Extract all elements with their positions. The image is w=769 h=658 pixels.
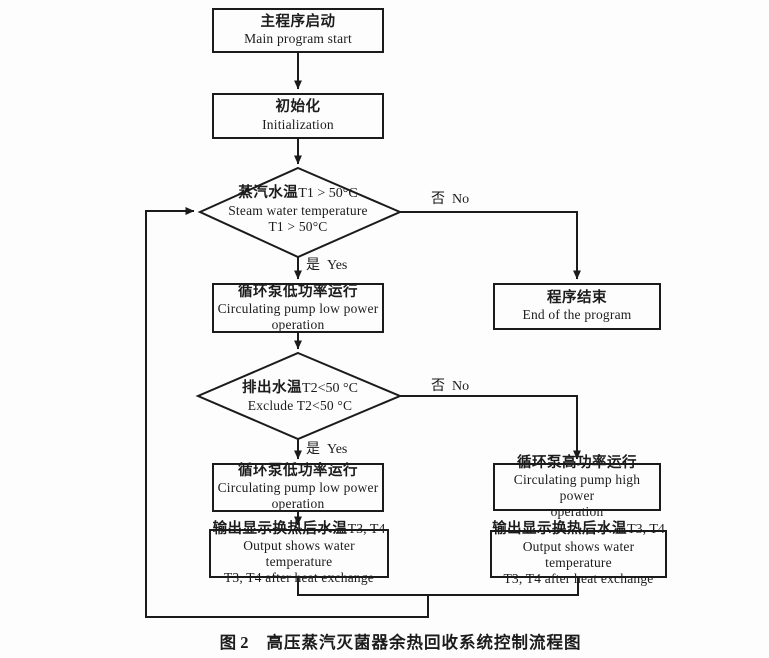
node-output-right-zh: 输出显示换热后水温T3, T4 <box>492 521 665 538</box>
node-output-right: 输出显示换热后水温T3, T4 Output shows water tempe… <box>490 521 667 586</box>
node-output-right-en1: Output shows water temperature <box>522 538 635 570</box>
node-high-power-en2: operation <box>550 503 604 519</box>
node-init-en: Initialization <box>262 116 334 132</box>
edge-loop-back <box>145 207 429 618</box>
node-output-left-zh: 输出显示换热后水温T3, T4 <box>212 520 386 537</box>
edge-output-join <box>297 578 579 596</box>
node-output-left-en2: T3, T4 after heat exchange <box>223 570 374 586</box>
decision-t1-zh: 蒸汽水温T1 > 50°C <box>238 185 358 201</box>
node-init: 初始化 Initialization <box>212 93 384 139</box>
node-output-left-en1: Output shows water temperature <box>243 538 355 570</box>
label-no-decision2: 否 No <box>431 379 470 394</box>
node-end-program-en: End of the program <box>522 307 632 323</box>
decision-t2-en1: Exclude T2<50 °C <box>247 397 353 413</box>
edge-decision1-no <box>400 211 581 280</box>
node-end-program: 程序结束 End of the program <box>493 283 661 330</box>
label-no-decision1: 否 No <box>431 192 470 207</box>
decision-t1-shape <box>197 166 403 259</box>
label-yes-decision1: 是 Yes <box>306 258 348 273</box>
node-low-power-2-zh: 循环泵低功率运行 <box>238 463 358 480</box>
node-low-power-1: 循环泵低功率运行 Circulating pump low power oper… <box>212 283 384 333</box>
node-low-power-2-en1: Circulating pump low power <box>217 480 379 496</box>
node-end-program-zh: 程序结束 <box>547 289 607 306</box>
decision-t1-en2: T1 > 50°C <box>268 219 328 235</box>
node-low-power-1-en2: operation <box>271 316 325 332</box>
node-main-start-zh: 主程序启动 <box>260 13 336 30</box>
figure-caption-title: 高压蒸汽灭菌器余热回收系统控制流程图 <box>266 633 582 652</box>
node-high-power-en1: Circulating pump high power <box>513 471 641 503</box>
edge-decision2-no <box>400 395 581 460</box>
figure-caption-number: 图 2 <box>219 633 249 652</box>
figure-caption: 图 2 高压蒸汽灭菌器余热回收系统控制流程图 <box>16 629 769 653</box>
decision-t1-en1: Steam water temperature <box>228 202 368 218</box>
label-yes-decision2: 是 Yes <box>306 442 348 457</box>
node-high-power-zh: 循环泵高功率运行 <box>517 454 637 471</box>
node-output-left: 输出显示换热后水温T3, T4 Output shows water tempe… <box>209 521 389 585</box>
decision-t2-zh: 排出水温T2<50 °C <box>242 380 358 396</box>
node-low-power-1-zh: 循环泵低功率运行 <box>238 283 358 300</box>
node-main-start-en: Main program start <box>244 31 352 47</box>
node-main-start: 主程序启动 Main program start <box>212 8 384 53</box>
decision-t1-text: 蒸汽水温T1 > 50°C Steam water temperature T1… <box>198 184 398 236</box>
node-low-power-1-en1: Circulating pump low power <box>217 300 379 316</box>
node-low-power-2-en2: operation <box>271 496 325 512</box>
node-high-power: 循环泵高功率运行 Circulating pump high power ope… <box>493 455 661 519</box>
node-init-zh: 初始化 <box>275 99 321 116</box>
decision-t2-shape <box>195 351 403 441</box>
node-output-right-en2: T3, T4 after heat exchange <box>503 570 654 586</box>
node-low-power-2: 循环泵低功率运行 Circulating pump low power oper… <box>212 463 384 512</box>
decision-t2-text: 排出水温T2<50 °C Exclude T2<50 °C <box>198 379 402 414</box>
